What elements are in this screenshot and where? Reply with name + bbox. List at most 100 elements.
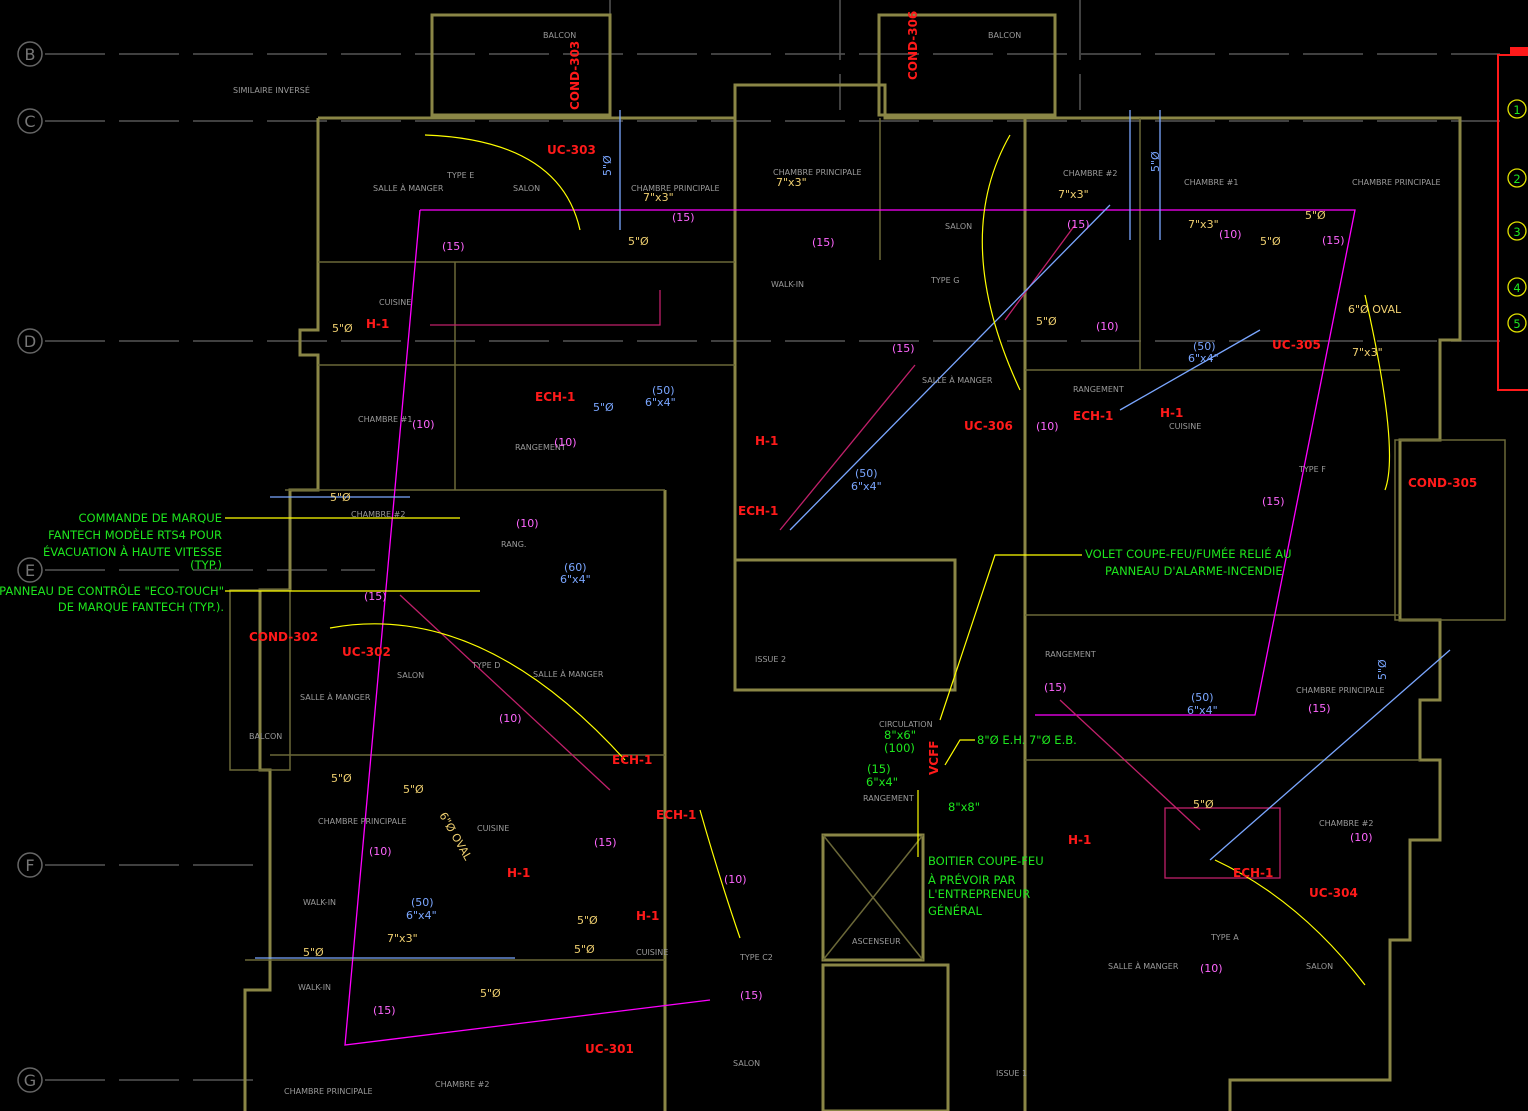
room-label: RANGEMENT: [1073, 385, 1124, 394]
grid-bubble-label: F: [25, 856, 34, 875]
room-label: BALCON: [988, 31, 1021, 40]
equipment-tag: ECH-1: [535, 390, 575, 404]
room-label: CHAMBRE PRINCIPALE: [284, 1087, 373, 1096]
room-label: CHAMBRE PRINCIPALE: [1352, 178, 1441, 187]
room-label: TYPE E: [446, 171, 474, 180]
duct-size: 5"Ø: [577, 914, 598, 927]
exhaust-size: 6"x4": [406, 909, 437, 922]
airflow-value: (15): [594, 836, 617, 849]
room-label: SALLE À MANGER: [922, 374, 993, 385]
exhaust-ducts: [255, 110, 1451, 959]
airflow-value: (10): [1096, 320, 1119, 333]
equipment-tag: UC-306: [964, 419, 1013, 433]
room-label: CHAMBRE #1: [1184, 178, 1238, 187]
exhaust-size: (50): [855, 467, 878, 480]
duct-size: 7"x3": [1188, 218, 1219, 231]
equipment-tag: ECH-1: [738, 504, 778, 518]
room-label: CUISINE: [636, 948, 668, 957]
equipment-tag: ECH-1: [1073, 409, 1113, 423]
grid-lines: [45, 0, 1500, 1081]
duct-size: 5"Ø: [574, 943, 595, 956]
equipment-tag: H-1: [755, 434, 778, 448]
duct-size: 5"Ø: [1036, 315, 1057, 328]
room-label: ISSUE 1: [996, 1069, 1027, 1078]
room-label: WALK-IN: [298, 983, 331, 992]
exhaust-size: (50): [652, 384, 675, 397]
exhaust-size: (50): [1191, 691, 1214, 704]
condenser-tag: COND-303: [568, 41, 582, 110]
annotation-text: (15): [867, 762, 891, 776]
airflow-value: (10): [1219, 228, 1242, 241]
equipment-tag: H-1: [636, 909, 659, 923]
equipment-tag: UC-303: [547, 143, 596, 157]
airflow-value: (15): [1322, 234, 1345, 247]
annotation-text: 8"x8": [948, 800, 980, 814]
room-label: ASCENSEUR: [852, 937, 901, 946]
airflow-value: (10): [412, 418, 435, 431]
room-label: RANGEMENT: [515, 443, 566, 452]
duct-size: 5"Ø: [332, 322, 353, 335]
legend-marker-number: 1: [1513, 103, 1520, 117]
room-label: SALON: [397, 671, 424, 680]
grid-bubble-label: G: [24, 1071, 36, 1090]
room-label: CHAMBRE #1: [358, 415, 412, 424]
equipment-tag: ECH-1: [1233, 866, 1273, 880]
grid-bubble-circle: [17, 852, 43, 878]
grid-bubble-circle: [17, 41, 43, 67]
annotation-text: À PRÉVOIR PAR: [928, 872, 1016, 887]
airflow-value: (15): [373, 1004, 396, 1017]
supply-ducts: [344, 209, 1356, 1046]
room-label: WALK-IN: [771, 280, 804, 289]
room-label: CUISINE: [477, 824, 509, 833]
room-label: TYPE F: [1298, 465, 1326, 474]
legend-marker-number: 2: [1513, 172, 1520, 186]
airflow-value: (10): [1200, 962, 1223, 975]
building-walls: [229, 13, 1506, 1111]
legend-marker-circle: [1507, 99, 1527, 119]
airflow-value: (10): [1350, 831, 1373, 844]
duct-size: 5"Ø: [331, 772, 352, 785]
airflow-value: (10): [724, 873, 747, 886]
legend-marker-number: 5: [1513, 317, 1520, 331]
annotation-text: (TYP.): [190, 558, 222, 572]
fire-damper-tag: VCFF: [927, 741, 941, 776]
airflow-value: (10): [516, 517, 539, 530]
annotation-text: 8"x6": [884, 728, 916, 742]
room-label: SALLE À MANGER: [1108, 960, 1179, 971]
room-label: BALCON: [543, 31, 576, 40]
airflow-value: (15): [442, 240, 465, 253]
exhaust-size: (50): [1193, 340, 1216, 353]
room-label: CUISINE: [379, 298, 411, 307]
equipment-tag: UC-304: [1309, 886, 1358, 900]
annotation-text: GÉNÉRAL: [928, 903, 982, 918]
annotation-text: (100): [884, 741, 915, 755]
exhaust-size: 5"Ø: [593, 401, 614, 414]
equipment-tag: ECH-1: [656, 808, 696, 822]
airflow-value: (10): [369, 845, 392, 858]
leader-lines: [225, 134, 1391, 986]
room-label: CHAMBRE PRINCIPALE: [631, 184, 720, 193]
equipment-tag: COND-305: [1408, 476, 1477, 490]
legend-marker-circle: [1507, 277, 1527, 297]
duct-size: 7"x3": [1058, 188, 1089, 201]
annotation-text: PANNEAU DE CONTRÔLE "ECO-TOUCH": [0, 583, 224, 598]
grid-bubble-label: D: [24, 332, 36, 351]
equipment-tag: H-1: [366, 317, 389, 331]
airflow-value: (10): [499, 712, 522, 725]
room-label: CHAMBRE #2: [351, 510, 405, 519]
grid-bubble-circle: [17, 328, 43, 354]
room-label: RANGEMENT: [1045, 650, 1096, 659]
room-label: SALON: [513, 184, 540, 193]
annotation-text: BOITIER COUPE-FEU: [928, 854, 1044, 868]
duct-size: 5"Ø: [1305, 209, 1326, 222]
annotation-text: L'ENTREPRENEUR: [928, 887, 1030, 901]
annotation-text: 6"x4": [866, 775, 898, 789]
room-label: SALLE À MANGER: [533, 668, 604, 679]
grid-bubble-label: E: [25, 561, 35, 580]
exhaust-size: (60): [564, 561, 587, 574]
legend-marker-circle: [1507, 313, 1527, 333]
grid-bubble-circle: [17, 108, 43, 134]
